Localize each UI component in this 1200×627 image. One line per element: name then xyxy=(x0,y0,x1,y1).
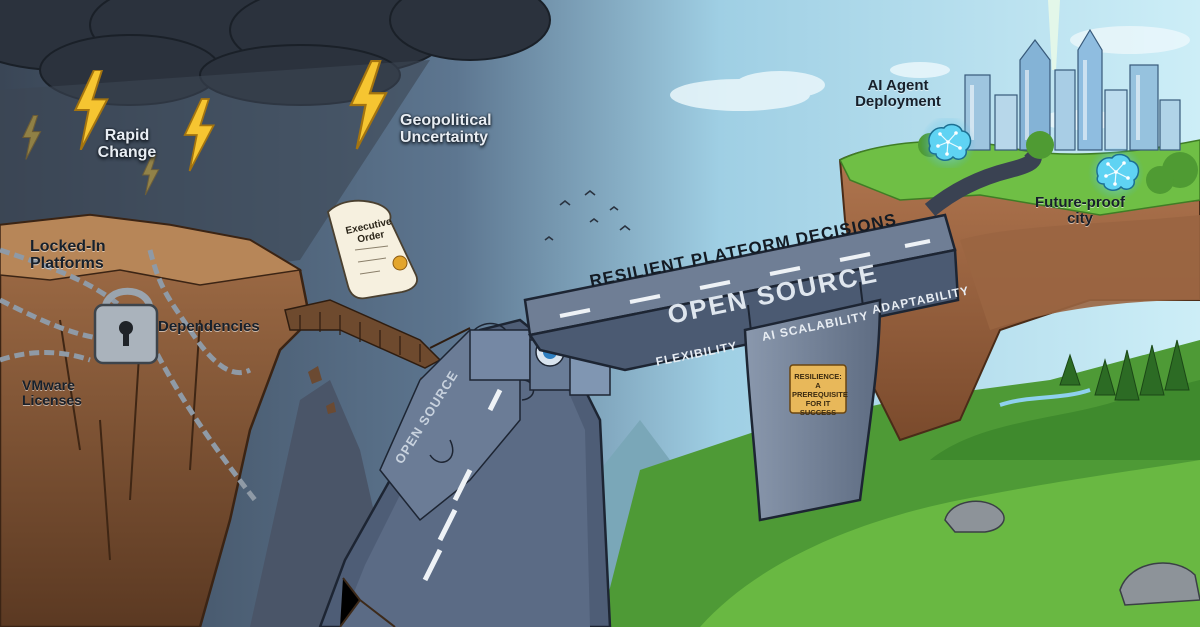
ai-brain-icon xyxy=(919,118,977,168)
geopolitical-uncertainty-label: Geopolitical Uncertainty xyxy=(400,112,492,147)
boulders xyxy=(944,500,1200,606)
resilience-plaque xyxy=(789,364,847,414)
ai-brain-icon xyxy=(1087,148,1145,198)
rapid-change-label: Rapid Change xyxy=(97,127,157,162)
cliff-top-road xyxy=(924,144,1042,217)
vmware-licenses-label: VMware Licenses xyxy=(22,377,82,409)
locked-in-platforms-label: Locked-In Platforms xyxy=(30,238,106,273)
broken-rope-bridge xyxy=(284,299,471,369)
green-hills xyxy=(600,340,1200,627)
scroll-document-icon xyxy=(326,199,418,300)
future-proof-city-label: Future-proof city xyxy=(1035,194,1125,228)
light-beam xyxy=(1048,0,1060,70)
ai-agent-deployment-label: AI Agent Deployment xyxy=(855,77,941,111)
bridge-pillar xyxy=(743,298,882,522)
padlock-icon xyxy=(93,287,159,365)
clear-clouds xyxy=(670,26,1190,130)
dependencies-label: Dependencies xyxy=(158,318,260,335)
future-city xyxy=(964,28,1181,151)
resilience-plaque-text: RESILIENCE: A PREREQUISITE FOR IT SUCCES… xyxy=(792,372,848,417)
bridge-deck xyxy=(523,213,960,372)
birds xyxy=(544,189,631,241)
pine-trees xyxy=(1059,263,1200,401)
